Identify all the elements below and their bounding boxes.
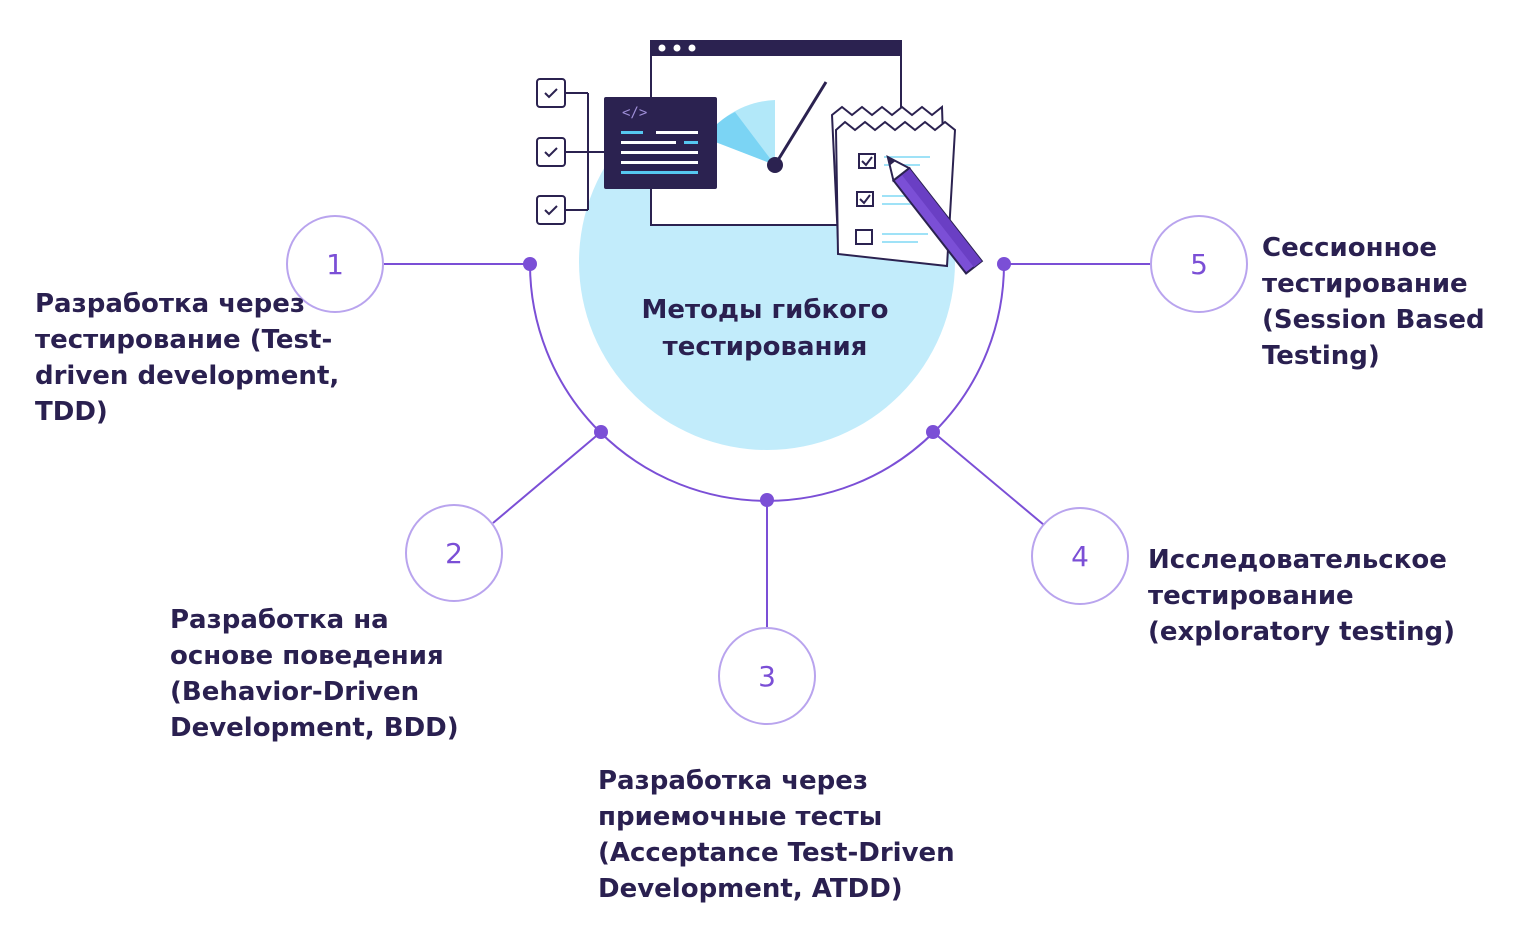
node-5-label-line: Testing) [1262,341,1380,371]
node-2-label-line: Разработка на [170,605,389,635]
node-2-label: Разработка на основе поведения (Behavior… [170,602,459,746]
node-1-label: Разработка через тестирование (Test- dri… [35,286,339,430]
node-3-label-line: приемочные тесты [598,802,883,832]
node-1-label-line: Разработка через [35,289,306,319]
check-icon [536,78,566,108]
node-3-number: 3 [758,660,776,693]
node-5-label-line: тестирование [1262,269,1468,299]
gauge-pivot [767,157,783,173]
node-2: 2 [405,504,503,602]
arc-dot-2 [594,425,608,439]
checkbox-stack-illustration [536,78,606,225]
arc-dot-3 [760,493,774,507]
arc-dot-4 [926,425,940,439]
node-5-label-line: (Session Based [1262,305,1485,335]
empty-checkbox-icon [855,229,873,245]
node-2-label-line: основе поведения [170,641,444,671]
node-5-number: 5 [1190,248,1208,281]
node-3-label-line: Development, ATDD) [598,874,903,904]
check-icon [856,191,874,207]
node-4: 4 [1031,507,1129,605]
node-2-label-line: (Behavior-Driven [170,677,420,707]
connector-line-2 [492,431,602,524]
check-icon [536,137,566,167]
node-1-label-line: тестирование (Test- [35,325,333,355]
node-5: 5 [1150,215,1248,313]
node-1: 1 [286,215,384,313]
node-4-label-line: Исследовательское [1148,545,1447,575]
node-3-label: Разработка через приемочные тесты (Accep… [598,763,955,907]
node-4-label-line: (exploratory testing) [1148,617,1456,647]
node-4-number: 4 [1071,540,1089,573]
arc-dot-5 [997,257,1011,271]
center-title-line-2: тестирования [662,332,868,362]
node-4-label: Исследовательское тестирование (explorat… [1148,542,1455,650]
connector-line-4 [932,431,1045,526]
gauge-needle [773,81,828,166]
node-3: 3 [718,627,816,725]
check-icon [536,195,566,225]
center-title-line-1: Методы гибкого [641,295,889,325]
check-icon [858,153,876,169]
node-3-label-line: (Acceptance Test-Driven [598,838,955,868]
node-2-number: 2 [445,537,463,570]
code-panel-illustration: </> [604,97,717,189]
node-2-label-line: Development, BDD) [170,713,459,743]
node-1-number: 1 [326,248,344,281]
center-title: Методы гибкого тестирования [620,292,910,366]
node-1-label-line: TDD) [35,397,108,427]
code-icon: </> [622,105,647,121]
pencil-icon [886,155,984,275]
node-1-label-line: driven development, [35,361,340,391]
node-5-label: Сессионное тестирование (Session Based T… [1262,230,1485,374]
node-3-label-line: Разработка через [598,766,869,796]
checklist-notepad-illustration [830,104,984,275]
node-4-label-line: тестирование [1148,581,1354,611]
arc-dot-1 [523,257,537,271]
node-5-label-line: Сессионное [1262,233,1438,263]
